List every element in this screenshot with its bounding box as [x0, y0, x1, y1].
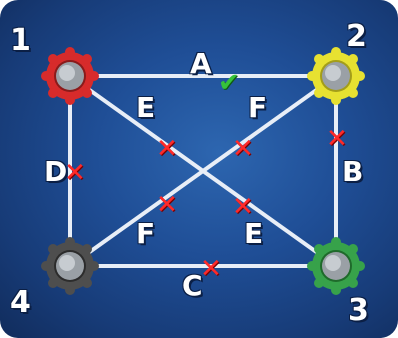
node-4-number: 4 [10, 285, 31, 320]
edge-e-top-label: E [136, 91, 156, 124]
edge-a-status-check-icon: ✔ [218, 68, 240, 98]
node-2[interactable] [306, 46, 366, 106]
node-4[interactable] [40, 236, 100, 296]
edge-b-status-cross-icon: ✕ [326, 124, 348, 154]
edge-f-bottom-status-cross-icon: ✕ [156, 190, 178, 220]
node-2-number: 2 [346, 19, 367, 54]
edge-e-bottom-label: E [244, 217, 264, 250]
gear-green-icon [307, 237, 365, 295]
edge-c-label: C [182, 269, 203, 302]
edge-b-label: B [342, 155, 364, 188]
node-3-number: 3 [348, 293, 369, 328]
edge-d-status-cross-icon: ✕ [64, 158, 86, 188]
edge-f-bottom-label: F [136, 217, 156, 250]
node-3[interactable] [306, 236, 366, 296]
gear-gray-icon [41, 237, 99, 295]
edge-f-line[interactable] [68, 74, 338, 268]
edge-f-top-status-cross-icon: ✕ [232, 134, 254, 164]
gear-yellow-icon [307, 47, 365, 105]
edge-a-label: A [190, 47, 212, 80]
edge-f-top-label: F [248, 91, 268, 124]
edge-c-status-cross-icon: ✕ [200, 254, 222, 284]
edge-e-bottom-status-cross-icon: ✕ [232, 192, 254, 222]
edge-d-label: D [44, 155, 68, 188]
edge-e-top-status-cross-icon: ✕ [156, 134, 178, 164]
gear-red-icon [41, 47, 99, 105]
node-1[interactable] [40, 46, 100, 106]
node-1-number: 1 [10, 23, 31, 58]
